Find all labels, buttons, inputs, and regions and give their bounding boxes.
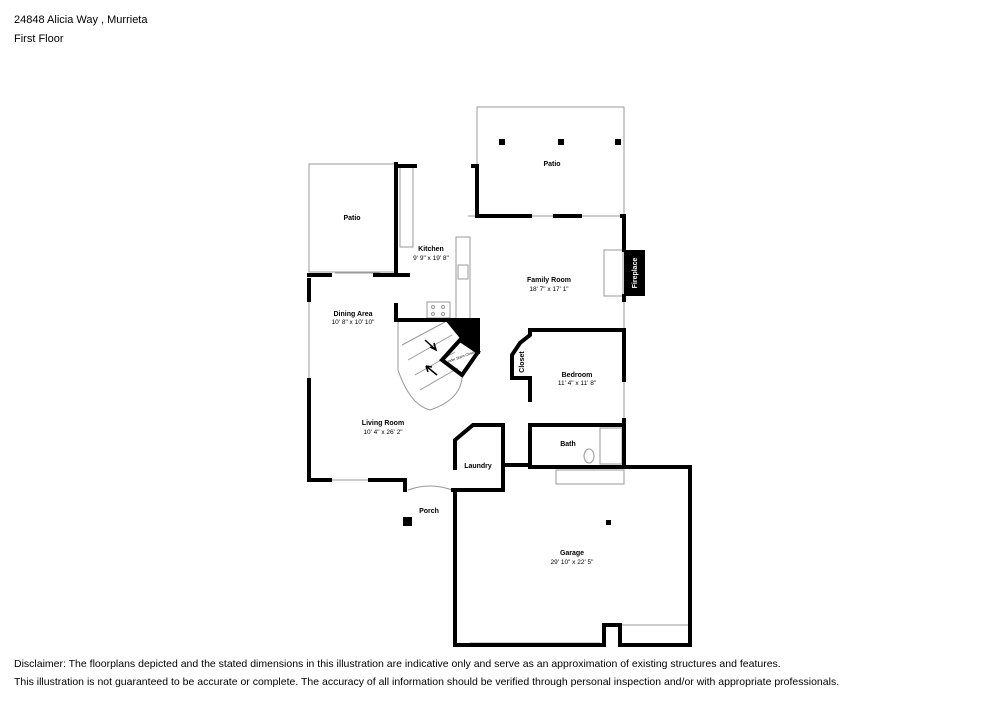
laundry-label: Laundry [464, 463, 492, 470]
living-room-dims: 10' 4" x 26' 2" [363, 429, 403, 436]
disclaimer-line-2: This illustration is not guaranteed to b… [14, 676, 840, 688]
patio-top-label: Patio [543, 161, 560, 168]
disclaimer-line-1: Disclaimer: The floorplans depicted and … [14, 658, 781, 670]
stairs-up-arrow-icon [425, 365, 438, 376]
closet-label: Closet [519, 351, 526, 373]
dining-area-label: Dining Area [333, 311, 372, 318]
porch-label: Porch [419, 508, 439, 515]
kitchen-label: Kitchen [418, 246, 444, 253]
address-title: 24848 Alicia Way , Murrieta [14, 14, 148, 26]
family-room-dims: 18' 7" x 17' 1" [529, 286, 569, 293]
living-room-label: Living Room [362, 420, 404, 427]
garage-dims: 29' 10" x 22' 5" [551, 559, 595, 566]
fireplace-block [624, 250, 645, 296]
bedroom-label: Bedroom [562, 372, 593, 379]
fixtures [308, 166, 688, 644]
stairs-down-arrow-icon [424, 339, 438, 352]
floor-label: First Floor [14, 33, 64, 45]
fireplace-label: Fireplace [632, 258, 639, 289]
kitchen-dims: 9' 9" x 19' 8" [413, 255, 449, 262]
garage-label: Garage [560, 550, 584, 557]
dining-area-dims: 10' 8" x 10' 10" [332, 319, 376, 326]
bath-label: Bath [560, 441, 576, 448]
bedroom-dims: 11' 4" x 11' 8" [558, 380, 597, 387]
walls [307, 162, 692, 647]
patio-left-label: Patio [343, 215, 360, 222]
patio-outlines [308, 106, 625, 273]
family-room-label: Family Room [527, 277, 571, 284]
